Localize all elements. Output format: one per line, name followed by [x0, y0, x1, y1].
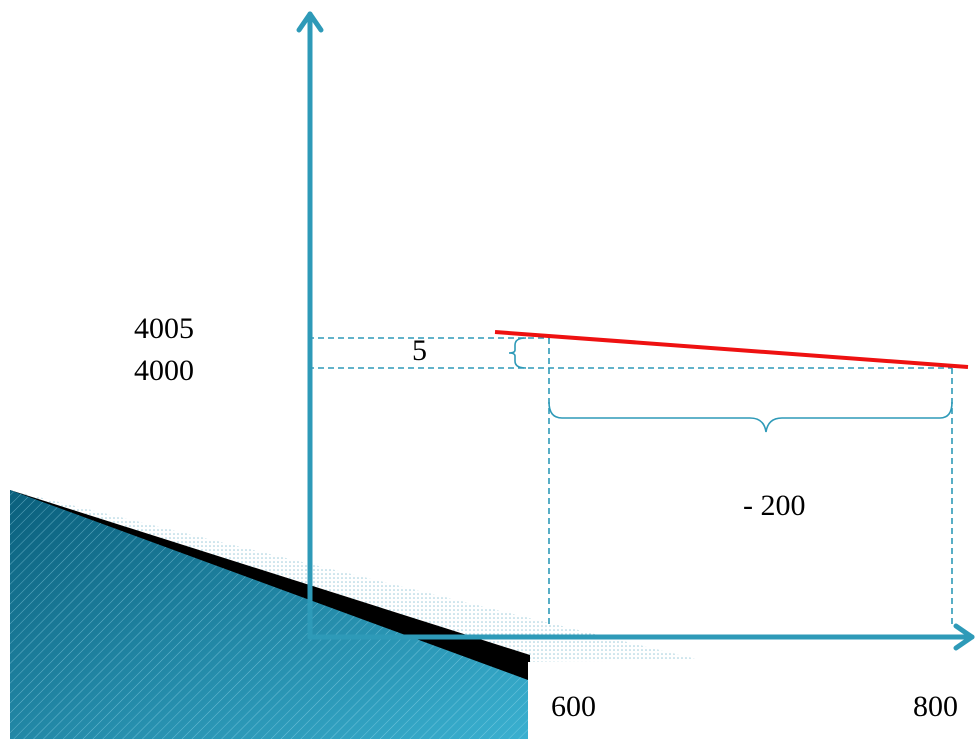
x-label-left: 600 [551, 690, 596, 723]
y-label-lower: 4000 [134, 354, 194, 387]
y-label-upper: 4005 [134, 312, 194, 345]
x-axis-arrow [953, 623, 975, 651]
dx-brace [548, 401, 953, 433]
dy-brace [508, 337, 527, 369]
x-tick-label-box [528, 662, 976, 739]
y-axis-arrow [296, 11, 324, 33]
axes [296, 11, 975, 651]
guide-lines [308, 337, 953, 625]
x-label-right: 800 [913, 690, 958, 723]
decorative-wedge [10, 490, 700, 739]
dx-label: - 200 [743, 489, 806, 522]
slope-line [494, 330, 969, 369]
dy-label: 5 [412, 334, 427, 367]
